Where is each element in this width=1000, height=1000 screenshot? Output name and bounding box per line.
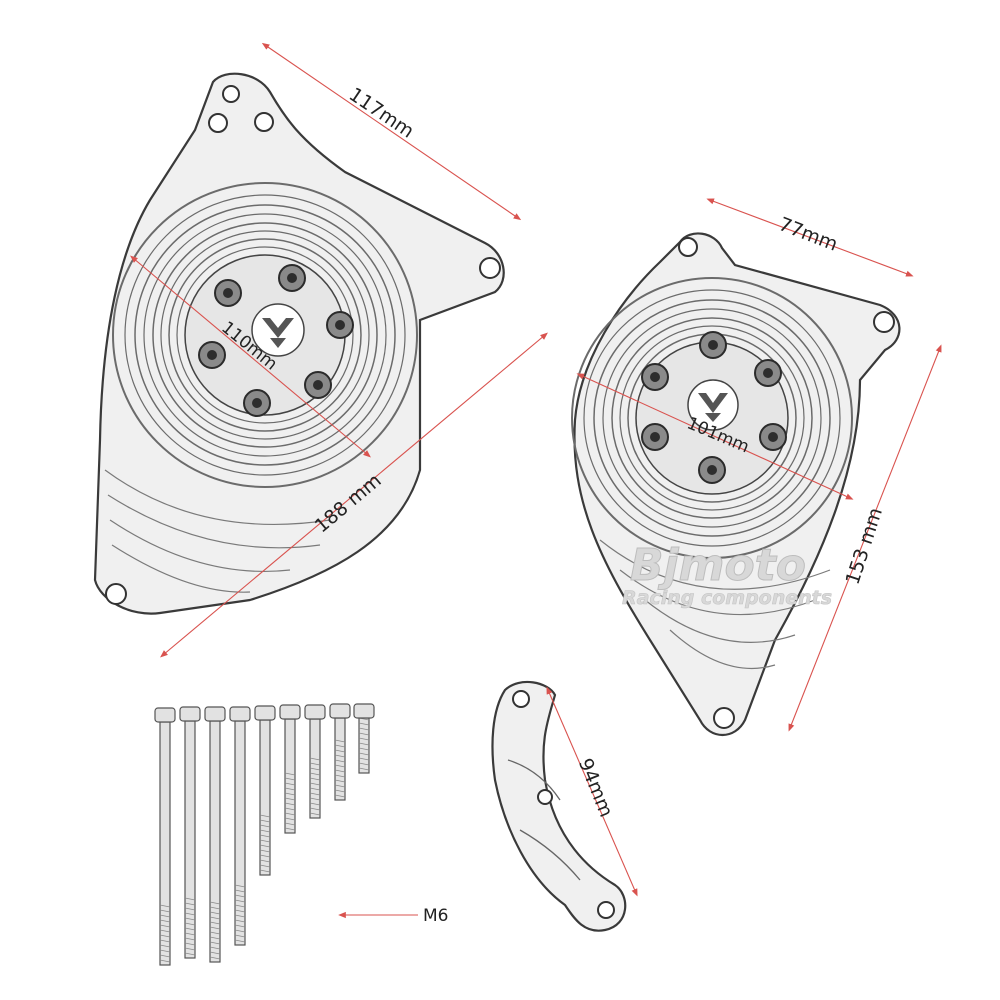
mount-hole-icon	[105, 583, 127, 605]
watermark-brand: Bjmoto	[630, 540, 806, 591]
screw-icon	[204, 706, 226, 963]
watermark-tagline: Racing components	[622, 587, 832, 609]
screw-icon	[279, 704, 301, 834]
watermark: Bjmoto Racing components	[622, 540, 833, 610]
dim-label-77: 77mm	[776, 213, 841, 255]
screw-icon	[353, 703, 375, 774]
dim-label-94: 94mm	[574, 755, 617, 820]
bolt-set	[154, 703, 375, 966]
right-engine-cover	[571, 232, 901, 736]
left-engine-cover	[93, 72, 505, 615]
mount-hole-icon	[873, 311, 895, 333]
screw-icon	[229, 706, 251, 946]
bolt-size-label: M6	[423, 906, 448, 926]
mount-hole-icon	[222, 85, 240, 103]
dim-label-117: 117mm	[345, 83, 418, 142]
mount-hole-icon	[512, 690, 530, 708]
screw-icon	[254, 705, 276, 876]
screw-icon	[154, 707, 176, 966]
mount-hole-icon	[254, 112, 274, 132]
mount-hole-icon	[597, 901, 615, 919]
screw-icon	[329, 703, 351, 801]
mount-hole-icon	[713, 707, 735, 729]
mount-hole-icon	[208, 113, 228, 133]
screw-icon	[179, 706, 201, 959]
screw-icon	[304, 704, 326, 819]
mount-hole-icon	[479, 257, 501, 279]
mount-hole-icon	[537, 789, 553, 805]
dim-label-153: 153 mm	[842, 505, 887, 587]
mount-hole-icon	[678, 237, 698, 257]
